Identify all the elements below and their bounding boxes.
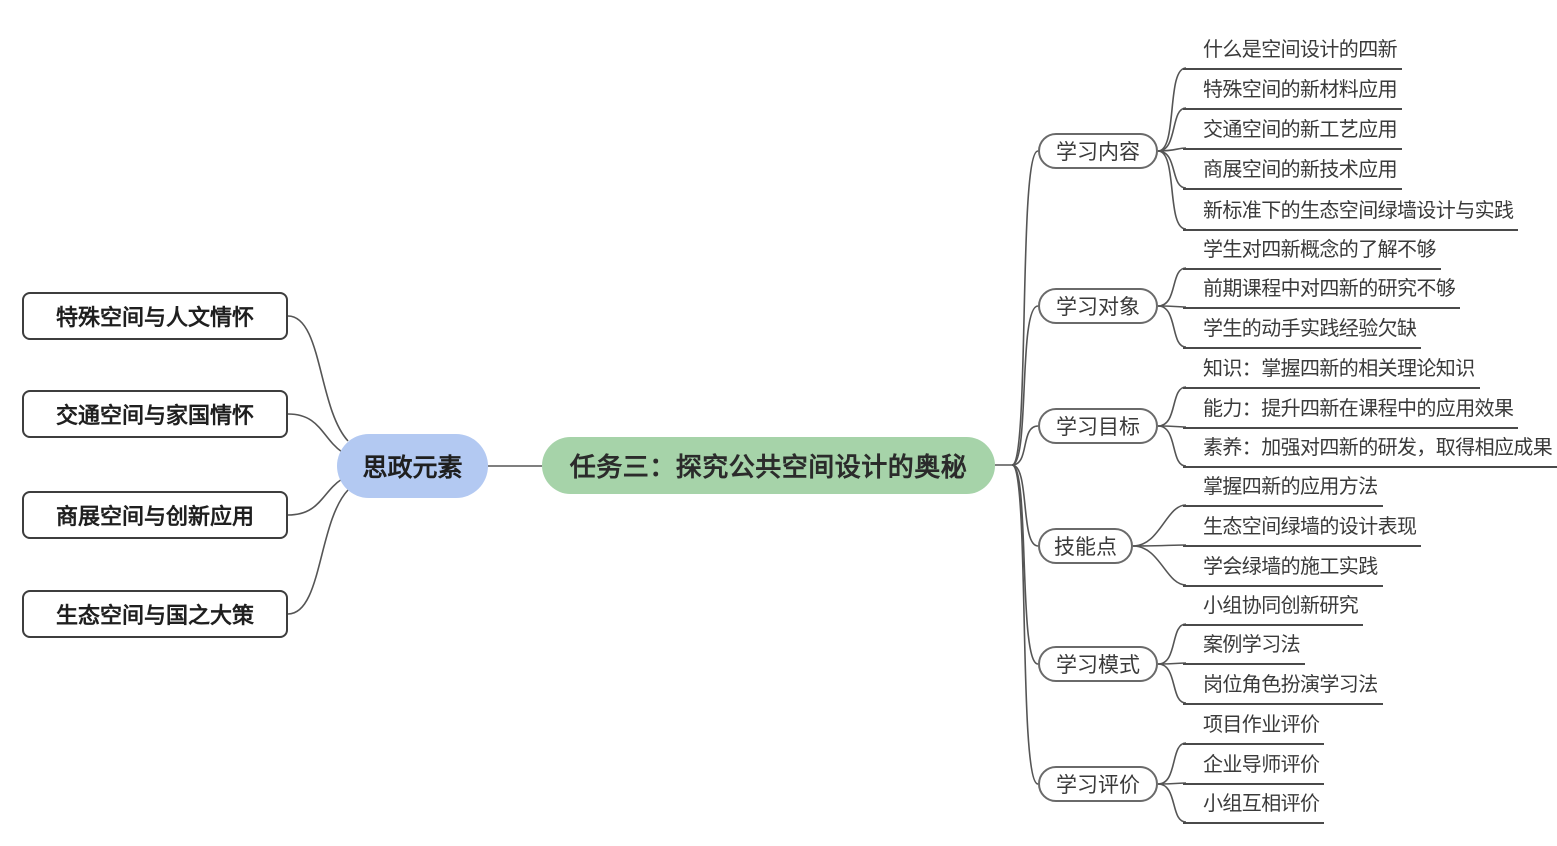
connector-root-branch-2 xyxy=(1011,425,1039,466)
connector-b2-l0 xyxy=(1157,386,1187,427)
root-topic-label: 任务三：探究公共空间设计的奥秘 xyxy=(569,452,968,482)
leaf-item[interactable]: 学生对四新概念的了解不够 xyxy=(1183,238,1441,270)
leaf-item[interactable]: 素养：加强对四新的研发，取得相应成果 xyxy=(1183,436,1557,468)
branch-learning-content[interactable]: 学习内容 xyxy=(1038,133,1158,169)
connector-b0-l1 xyxy=(1157,107,1187,152)
connector-politics-item-3 xyxy=(287,489,349,615)
connector-b1-l2 xyxy=(1157,305,1187,348)
branch-label: 学习评价 xyxy=(1056,774,1140,797)
connector-b0-l4 xyxy=(1157,150,1187,230)
leaf-item[interactable]: 岗位角色扮演学习法 xyxy=(1183,673,1383,705)
leaf-item[interactable]: 案例学习法 xyxy=(1183,633,1305,665)
politics-item-expo-space[interactable]: 商展空间与创新应用 xyxy=(22,491,288,539)
branch-label: 学习对象 xyxy=(1056,296,1140,319)
connector-politics-item-2 xyxy=(287,478,343,516)
leaf-item[interactable]: 前期课程中对四新的研究不够 xyxy=(1183,277,1461,309)
politics-item-label: 特殊空间与人文情怀 xyxy=(55,305,254,330)
leaf-item[interactable]: 项目作业评价 xyxy=(1183,713,1325,745)
connector-b4-l0 xyxy=(1157,623,1187,665)
connector-root-branch-4 xyxy=(1011,464,1039,665)
branch-label: 学习模式 xyxy=(1056,654,1140,677)
leaf-item[interactable]: 能力：提升四新在课程中的应用效果 xyxy=(1183,397,1519,429)
politics-elements-label: 思政元素 xyxy=(362,454,463,482)
connector-b0-l3 xyxy=(1157,150,1187,189)
leaf-item[interactable]: 生态空间绿墙的设计表现 xyxy=(1183,515,1422,547)
politics-item-label: 生态空间与国之大策 xyxy=(55,603,254,628)
connector-root-branch-5 xyxy=(1011,464,1039,785)
politics-item-label: 商展空间与创新应用 xyxy=(55,504,254,529)
connector-b1-l0 xyxy=(1157,267,1187,307)
leaf-item[interactable]: 企业导师评价 xyxy=(1183,753,1325,785)
branch-learning-goals[interactable]: 学习目标 xyxy=(1038,408,1158,444)
connector-politics-item-0 xyxy=(287,315,349,442)
connector-b0-l0 xyxy=(1157,67,1187,152)
leaf-item[interactable]: 掌握四新的应用方法 xyxy=(1183,475,1383,507)
leaf-item[interactable]: 交通空间的新工艺应用 xyxy=(1183,118,1402,150)
leaf-item[interactable]: 商展空间的新技术应用 xyxy=(1183,158,1402,190)
politics-item-label: 交通空间与家国情怀 xyxy=(55,403,254,428)
connector-b2-l2 xyxy=(1157,425,1187,467)
leaf-item[interactable]: 知识：掌握四新的相关理论知识 xyxy=(1183,357,1480,389)
politics-item-traffic-space[interactable]: 交通空间与家国情怀 xyxy=(22,390,288,438)
branch-learning-audience[interactable]: 学习对象 xyxy=(1038,288,1158,324)
connector-b3-l2 xyxy=(1132,545,1187,586)
branch-label: 学习目标 xyxy=(1056,416,1140,439)
branch-learning-evaluation[interactable]: 学习评价 xyxy=(1038,766,1158,802)
leaf-item[interactable]: 学生的动手实践经验欠缺 xyxy=(1183,317,1422,349)
politics-item-special-space[interactable]: 特殊空间与人文情怀 xyxy=(22,292,288,340)
root-topic-node[interactable]: 任务三：探究公共空间设计的奥秘 xyxy=(542,437,995,494)
connector-b5-l0 xyxy=(1157,742,1187,785)
connector-b5-l2 xyxy=(1157,783,1187,823)
connector-root-branch-0 xyxy=(1011,150,1039,466)
leaf-item[interactable]: 新标准下的生态空间绿墙设计与实践 xyxy=(1183,199,1519,231)
leaf-item[interactable]: 什么是空间设计的四新 xyxy=(1183,38,1402,70)
leaf-item[interactable]: 小组协同创新研究 xyxy=(1183,594,1364,626)
branch-label: 技能点 xyxy=(1054,536,1117,559)
politics-elements-node[interactable]: 思政元素 xyxy=(337,434,488,498)
connector-root-branch-1 xyxy=(1011,305,1039,466)
branch-label: 学习内容 xyxy=(1056,141,1140,164)
branch-learning-modes[interactable]: 学习模式 xyxy=(1038,646,1158,682)
connector-b4-l2 xyxy=(1157,663,1187,704)
connector-root-branch-3 xyxy=(1011,464,1039,547)
connector-b3-l0 xyxy=(1132,504,1187,547)
leaf-item[interactable]: 特殊空间的新材料应用 xyxy=(1183,78,1402,110)
politics-item-eco-space[interactable]: 生态空间与国之大策 xyxy=(22,590,288,638)
leaf-item[interactable]: 学会绿墙的施工实践 xyxy=(1183,555,1383,587)
leaf-item[interactable]: 小组互相评价 xyxy=(1183,792,1325,824)
connector-politics-item-1 xyxy=(287,413,343,453)
branch-skill-points[interactable]: 技能点 xyxy=(1038,528,1133,564)
